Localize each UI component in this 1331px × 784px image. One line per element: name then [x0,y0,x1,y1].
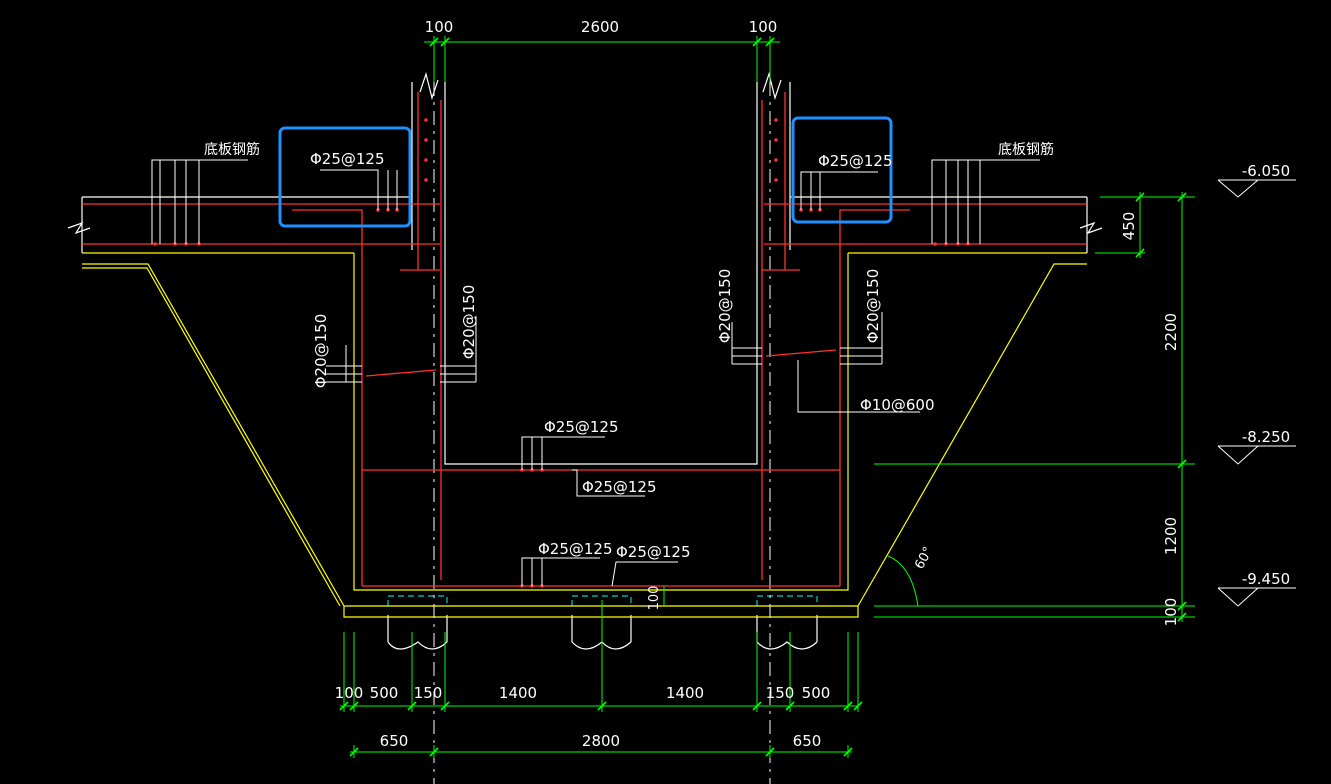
dim-top-right-wall: 100 [749,18,778,36]
centerlines [433,82,771,784]
dim-bottom-1: 100 [335,684,364,702]
dim-right-depth: 2200 [1162,313,1180,351]
label-outer-wall-left: Φ20@150 [312,314,330,389]
concrete-outline [82,252,1087,618]
pile-caps [387,595,818,606]
rebar-dots [153,118,970,588]
elevation-bottom: -9.450 [1242,570,1290,588]
dim-bottom-6: 150 [766,684,795,702]
label-pit-bottom-top: Φ25@125 [544,418,619,436]
dim-right-blinding: 100 [1162,598,1180,627]
dim-top-left-wall: 100 [425,18,454,36]
dim-bottom-7: 500 [802,684,831,702]
dimension-text: 100 2600 100 100 500 150 1400 1400 150 5… [335,18,1291,750]
dim-bottom-5: 1400 [666,684,704,702]
dim-cover: 100 [647,586,662,611]
rebar-labels: 底板钢筋 底板钢筋 Φ25@125 Φ25@125 Φ20@150 Φ20@15… [204,141,1054,572]
pile-right [756,615,818,650]
pile-left [387,615,448,650]
leader-lines [151,159,1040,587]
dim-bottom-row2-3: 650 [793,732,822,750]
elevation-mid: -8.250 [1242,428,1290,446]
break-lines [67,71,1103,235]
label-inner-wall-right: Φ20@150 [716,269,734,344]
rebar [82,92,1087,587]
label-outer-wall-right: Φ20@150 [864,269,882,344]
label-slab-rebar-right: 底板钢筋 [998,141,1054,158]
dimension-ticks [339,37,1187,757]
dim-bottom-row2-1: 650 [380,732,409,750]
highlight-box-left [278,126,412,228]
elevation-top: -6.050 [1242,162,1290,180]
dim-right-base: 1200 [1162,517,1180,555]
label-slab-rebar-left: 底板钢筋 [204,141,260,158]
label-top-rebar-left: Φ25@125 [310,150,385,168]
label-inner-wall-left: Φ20@150 [460,285,478,360]
dim-right-slab: 450 [1120,212,1138,241]
dimension-lines [340,36,1195,758]
label-base-bottom-2: Φ25@125 [616,543,691,561]
label-tie-bar: Φ10@600 [860,396,935,414]
label-pit-bottom-mid: Φ25@125 [582,478,657,496]
label-base-bottom-1: Φ25@125 [538,540,613,558]
pit-walls [81,82,1088,465]
elevation-markers [1217,179,1296,607]
dim-top-inner-width: 2600 [581,18,619,36]
dim-bottom-2: 500 [370,684,399,702]
highlight-box-right [791,116,893,224]
label-top-rebar-right: Φ25@125 [818,152,893,170]
dim-bottom-4: 1400 [499,684,537,702]
label-angle: 60° [912,544,936,571]
dim-bottom-row2-2: 2800 [582,732,620,750]
highlight-boxes [278,116,893,228]
dim-bottom-3: 150 [414,684,443,702]
